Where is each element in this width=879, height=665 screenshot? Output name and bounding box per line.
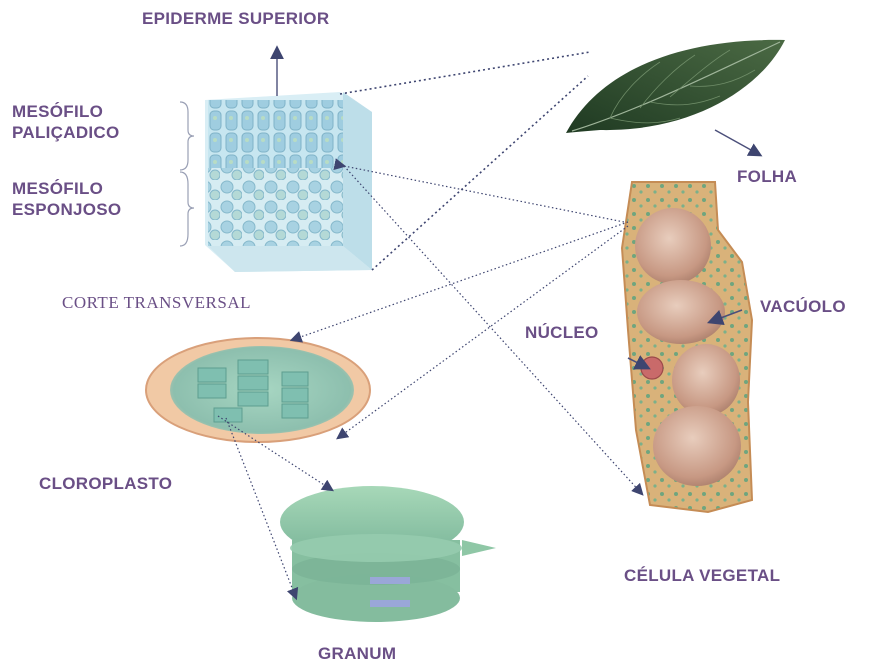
chloroplast-image: [146, 338, 370, 442]
label-nucleo: NÚCLEO: [525, 322, 599, 343]
label-vacuolo: VACÚOLO: [760, 296, 846, 317]
nucleus-shape: [641, 357, 663, 379]
plant-cell-image: [622, 182, 752, 512]
label-mesofilo-esponjoso: MESÓFILO ESPONJOSO: [12, 178, 121, 221]
connector-lines: [340, 52, 590, 270]
label-corte-transversal: CORTE TRANSVERSAL: [62, 292, 251, 313]
granum-image: [280, 486, 496, 622]
label-folha: FOLHA: [737, 166, 797, 187]
label-epiderme-superior: EPIDERME SUPERIOR: [142, 8, 329, 29]
label-mesofilo-palicadico: MESÓFILO PALIÇADICO: [12, 101, 120, 144]
layer-brackets: [180, 102, 194, 246]
leaf-image: [566, 40, 785, 155]
tissue-cross-section: [205, 92, 372, 272]
label-celula-vegetal: CÉLULA VEGETAL: [624, 565, 780, 586]
label-cloroplasto: CLOROPLASTO: [39, 473, 172, 494]
label-granum: GRANUM: [318, 643, 396, 664]
